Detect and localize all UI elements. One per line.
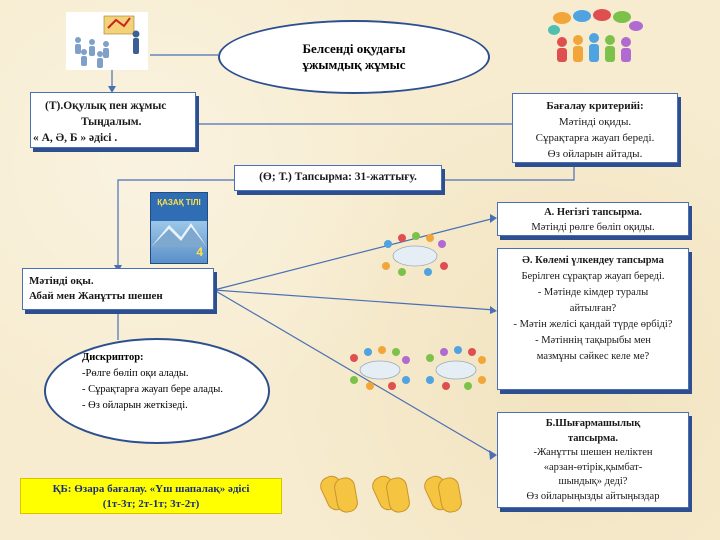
center-topic-line2: ұжымдық жұмыс bbox=[302, 57, 406, 72]
clapping-hands-picture bbox=[320, 475, 462, 513]
exercise-task-text: (Ө; Т.) Тапсырма: 31-жаттығу. bbox=[259, 171, 417, 183]
task-b-line: -Жанұтты шешен неліктен bbox=[533, 447, 653, 458]
clap-icon bbox=[320, 475, 358, 513]
task-a-box: А. Негізгі тапсырма. Мәтінді рөлге бөліп… bbox=[497, 202, 689, 236]
textbook-title: ҚАЗАҚ ТІЛІ bbox=[157, 198, 201, 207]
connector-reading-ae bbox=[213, 289, 496, 311]
teacher-box-line1: (Т).Оқулық пен жұмыс bbox=[45, 100, 167, 112]
criteria-box: Бағалау критерийі: Мәтінді оқиды. Сұрақт… bbox=[512, 93, 678, 163]
criteria-item: Мәтінді оқиды. bbox=[558, 116, 632, 128]
descriptor-item: - Өз ойларын жеткізеді. bbox=[82, 400, 188, 411]
task-ae-line: - Мәтінде кімдер туралы bbox=[537, 287, 649, 298]
classroom-picture bbox=[66, 12, 148, 70]
arrow-right-ae bbox=[490, 306, 497, 314]
center-topic-line1: Белсенді оқудағы bbox=[302, 41, 406, 56]
task-ae-line: - Мәтіннің тақырыбы мен bbox=[535, 335, 651, 346]
group-table-picture bbox=[426, 346, 486, 390]
teacher-box-line2: Тыңдалым. bbox=[81, 116, 142, 128]
textbook-grade: 4 bbox=[196, 245, 203, 259]
descriptor-title: Дискриптор: bbox=[82, 352, 144, 363]
task-a-text: Мәтінді рөлге бөліп оқиды. bbox=[531, 222, 655, 233]
exercise-task-box: (Ө; Т.) Тапсырма: 31-жаттығу. bbox=[234, 165, 442, 191]
task-ae-line: айтылған? bbox=[569, 303, 617, 314]
task-ae-title: Ә. Көлемі үлкендеу тапсырма bbox=[522, 255, 664, 266]
task-ae-box: Ә. Көлемі үлкендеу тапсырма Берілген сұр… bbox=[497, 248, 689, 390]
clap-icon bbox=[372, 475, 410, 513]
task-b-line: шындық» деді? bbox=[558, 476, 628, 487]
connector-reading-a bbox=[213, 217, 496, 291]
assessment-line2: (1т-3т; 2т-1т; 3т-2т) bbox=[102, 498, 200, 510]
task-b-title: Б.Шығармашылық bbox=[545, 418, 641, 429]
descriptor-ellipse: Дискриптор: -Рөлге бөліп оқи алады. - Сұ… bbox=[44, 338, 270, 444]
mountain-icon bbox=[151, 223, 207, 247]
group-table-picture bbox=[382, 232, 448, 276]
clap-icon bbox=[424, 475, 462, 513]
connector-reading-b bbox=[213, 289, 496, 456]
task-ae-line: - Мәтін желісі қандай түрде өрбіді? bbox=[513, 319, 673, 330]
descriptor-item: -Рөлге бөліп оқи алады. bbox=[82, 368, 189, 379]
teacher-task-box: (Т).Оқулық пен жұмыс Тыңдалым. « А, Ә, Б… bbox=[30, 92, 196, 148]
teacher-box-line3: « А, Ә, Б » әдісі . bbox=[33, 132, 118, 144]
task-b-line: «арзан-өтірік,қымбат- bbox=[543, 461, 643, 473]
reading-box: Мәтінді оқы. Абай мен Жанұтты шешен bbox=[22, 268, 214, 310]
arrow-right-a bbox=[490, 214, 497, 223]
center-topic-ellipse: Белсенді оқудағы ұжымдық жұмыс bbox=[218, 20, 490, 94]
task-ae-line: Берілген сұрақтар жауап береді. bbox=[521, 271, 665, 282]
connector-criteria-task bbox=[442, 165, 575, 181]
arrow-right-b bbox=[489, 450, 497, 460]
criteria-title: Бағалау критерийі: bbox=[546, 100, 644, 112]
connector-task-reading bbox=[117, 179, 234, 268]
arrow-down-teacher bbox=[108, 86, 116, 93]
task-ae-line: мазмұны сәйкес келе ме? bbox=[536, 351, 650, 362]
reading-line1: Мәтінді оқы. bbox=[29, 275, 94, 287]
task-b-title2: тапсырма. bbox=[568, 432, 618, 444]
descriptor-item: - Сұрақтарға жауап бере алады. bbox=[82, 384, 223, 395]
reading-line2: Абай мен Жанұтты шешен bbox=[29, 290, 163, 302]
criteria-item: Сұрақтарға жауап береді. bbox=[535, 132, 655, 144]
assessment-line1: ҚБ: Өзара бағалау. «Үш шапалақ» әдісі bbox=[52, 483, 250, 495]
task-b-box: Б.Шығармашылық тапсырма. -Жанұтты шешен … bbox=[497, 412, 689, 508]
assessment-box: ҚБ: Өзара бағалау. «Үш шапалақ» әдісі (1… bbox=[20, 478, 282, 514]
textbook-cover: ҚАЗАҚ ТІЛІ 4 bbox=[150, 192, 208, 264]
group-table-picture bbox=[350, 346, 410, 390]
task-b-line: Өз ойларыңызды айтыңыздар bbox=[526, 490, 660, 502]
criteria-item: Өз ойларын айтады. bbox=[547, 148, 643, 160]
task-a-title: А. Негізгі тапсырма. bbox=[544, 207, 642, 218]
discussion-people-picture bbox=[548, 9, 643, 62]
